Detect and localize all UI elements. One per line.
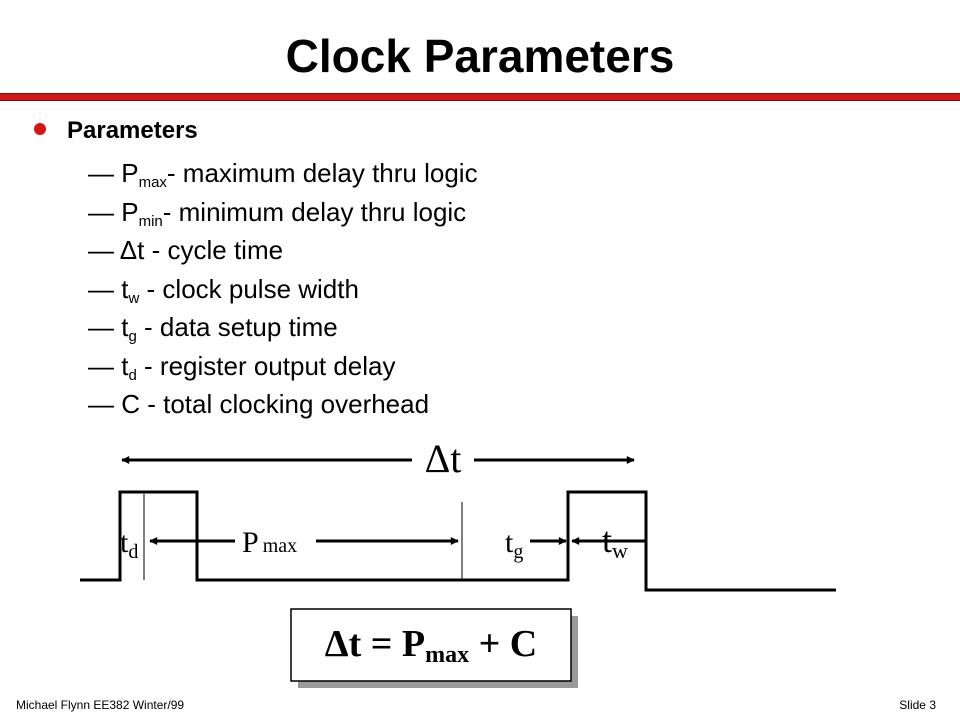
param-symbol: Δt xyxy=(119,235,145,265)
param-symbol: P xyxy=(121,158,139,188)
td-label: td xyxy=(120,526,138,563)
param-symbol: C xyxy=(121,389,141,419)
footer-slide-number: Slide 3 xyxy=(899,698,936,712)
equation-box xyxy=(290,608,572,682)
dash: — xyxy=(88,273,114,304)
equation-text: Δt = Pmax + C xyxy=(325,623,537,668)
list-item: — Pmin- minimum delay thru logic xyxy=(88,193,478,232)
dash: — xyxy=(88,158,114,188)
bullet-heading: Parameters xyxy=(34,116,198,146)
param-description: - maximum delay thru logic xyxy=(166,158,478,188)
list-item: — tg - data setup time xyxy=(88,308,478,347)
param-symbol: t xyxy=(121,312,129,342)
param-description: - total clocking overhead xyxy=(140,389,430,419)
param-subscript: min xyxy=(138,212,163,230)
param-subscript: d xyxy=(128,366,137,384)
dash: — xyxy=(88,196,114,227)
list-item: — C - total clocking overhead xyxy=(88,385,478,424)
clock-timing-diagram: Δt td Pmax tg tw Δt = Pmax + C xyxy=(80,436,836,688)
list-item: — Pmax- maximum delay thru logic xyxy=(88,154,478,193)
param-subscript: w xyxy=(128,289,140,307)
dash: — xyxy=(88,312,114,342)
list-item: — td - register output delay xyxy=(88,347,478,386)
param-symbol: t xyxy=(121,273,129,304)
param-description: - data setup time xyxy=(136,312,338,342)
dash: — xyxy=(88,389,114,419)
title-rule xyxy=(0,93,960,101)
param-subscript: g xyxy=(128,328,137,345)
list-item: — Δt - cycle time xyxy=(88,231,478,270)
dash: — xyxy=(88,235,114,265)
param-description: - register output delay xyxy=(136,350,396,381)
slide-title: Clock Parameters xyxy=(285,30,675,82)
param-symbol: t xyxy=(121,350,129,381)
dash: — xyxy=(88,350,114,381)
parameter-list: — Pmax- maximum delay thru logic — Pmin-… xyxy=(88,154,478,424)
bullet-dot-icon xyxy=(34,123,46,135)
delta-t-label: Δt xyxy=(425,436,462,481)
param-symbol: P xyxy=(121,196,139,227)
param-description: - cycle time xyxy=(144,235,284,265)
bullet-heading-text: Parameters xyxy=(67,117,198,144)
tg-label: tg xyxy=(505,526,523,563)
list-item: — tw - clock pulse width xyxy=(88,270,478,309)
param-description: - minimum delay thru logic xyxy=(162,196,467,227)
param-description: - clock pulse width xyxy=(139,273,359,304)
footer-author: Michael Flynn EE382 Winter/99 xyxy=(16,698,185,712)
param-subscript: max xyxy=(138,174,167,191)
